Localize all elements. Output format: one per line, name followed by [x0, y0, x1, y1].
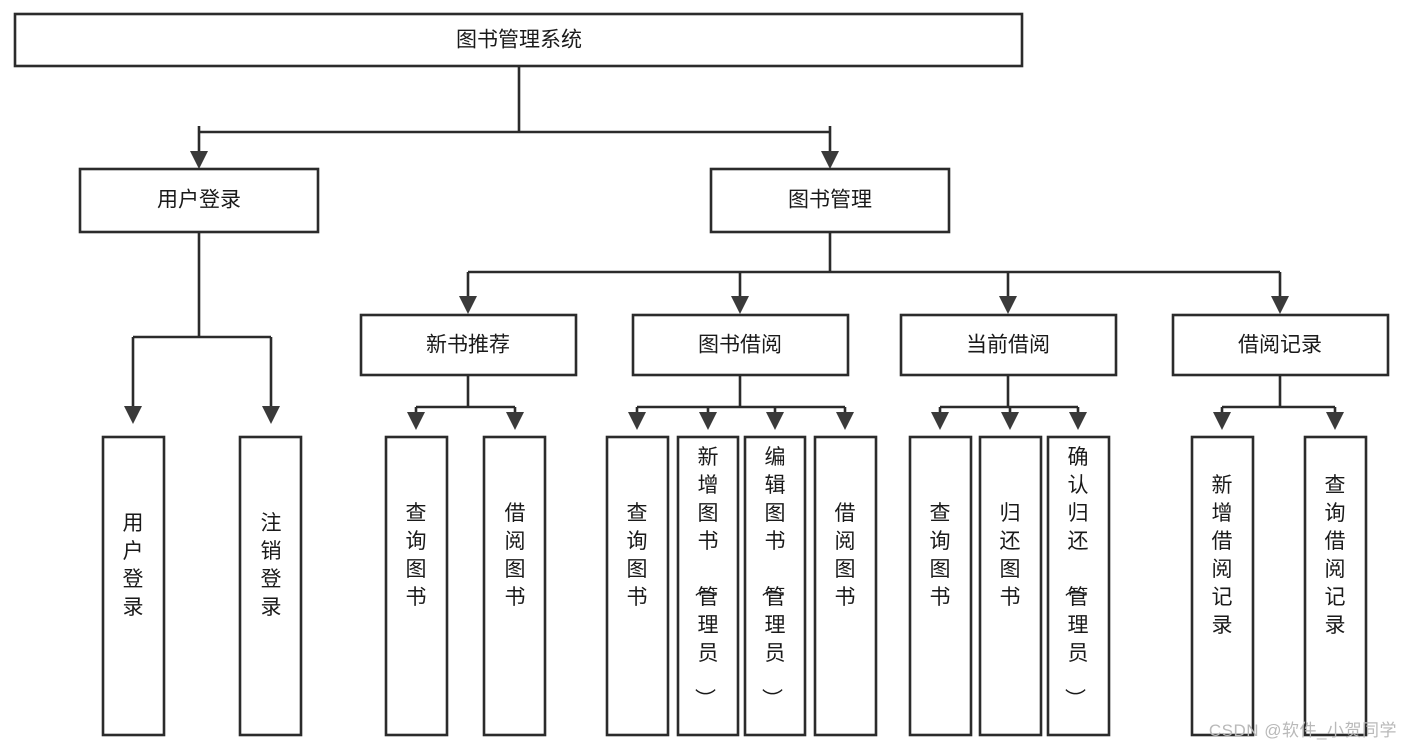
node-new-book-recommend-box[interactable]	[359, 313, 578, 377]
node-borrow-record-box[interactable]	[1171, 313, 1390, 377]
arrowhead-leaf-edit-book	[766, 412, 784, 430]
leaf-user-login-box[interactable]	[101, 435, 166, 737]
leaf-return-book-box[interactable]	[978, 435, 1043, 737]
leaf-borrow-book-2-box[interactable]	[813, 435, 878, 737]
arrowhead-new-book-recommend	[459, 296, 477, 314]
edge-layer	[124, 66, 1344, 430]
arrowhead-leaf-add-book	[699, 412, 717, 430]
leaf-return-book-label: 归还图书	[1000, 502, 1021, 609]
leaf-logout[interactable]: 注销登录	[238, 435, 303, 737]
leaf-add-record[interactable]: 新增借阅记录	[1190, 435, 1255, 737]
leaf-edit-book-label: 编辑图书（管理员）	[760, 446, 786, 709]
leaf-add-book-box[interactable]	[676, 435, 740, 737]
leaf-add-book[interactable]: 新增图书（管理员）	[676, 435, 740, 737]
leaf-query-book-2-box[interactable]	[605, 435, 670, 737]
node-borrow-record[interactable]: 借阅记录	[1171, 313, 1390, 377]
leaf-user-login[interactable]: 用户登录	[101, 435, 166, 737]
arrowhead-user-login	[190, 151, 208, 169]
node-new-book-recommend-label: 新书推荐	[426, 334, 510, 357]
leaf-query-record-box[interactable]	[1303, 435, 1368, 737]
leaf-confirm-return[interactable]: 确认归还（管理员）	[1046, 435, 1111, 737]
leaf-query-book-2-label: 查询图书	[627, 502, 648, 609]
leaf-borrow-book-1-label: 借阅图书	[505, 502, 526, 609]
node-book-manage[interactable]: 图书管理	[709, 167, 951, 234]
node-root[interactable]: 图书管理系统	[13, 12, 1024, 68]
arrowhead-borrow-record	[1271, 296, 1289, 314]
node-user-login-label: 用户登录	[157, 189, 241, 212]
arrowhead-leaf-borrow-book-2	[836, 412, 854, 430]
node-book-borrow[interactable]: 图书借阅	[631, 313, 850, 377]
node-current-borrow-label: 当前借阅	[966, 334, 1050, 357]
arrowhead-book-manage	[821, 151, 839, 169]
leaf-edit-book-box[interactable]	[743, 435, 807, 737]
leaf-borrow-book-2[interactable]: 借阅图书	[813, 435, 878, 737]
arrowhead-current-borrow	[999, 296, 1017, 314]
node-root-box[interactable]	[13, 12, 1024, 68]
arrowhead-book-borrow	[731, 296, 749, 314]
arrowhead-leaf-query-book-1	[407, 412, 425, 430]
node-book-borrow-box[interactable]	[631, 313, 850, 377]
node-current-borrow[interactable]: 当前借阅	[899, 313, 1118, 377]
leaf-borrow-book-1-box[interactable]	[482, 435, 547, 737]
leaf-edit-book[interactable]: 编辑图书（管理员）	[743, 435, 807, 737]
leaf-logout-label: 注销登录	[261, 512, 282, 619]
arrowhead-leaf-logout	[262, 406, 280, 424]
leaf-query-record[interactable]: 查询借阅记录	[1303, 435, 1368, 737]
leaf-query-book-1-box[interactable]	[384, 435, 449, 737]
leaf-add-record-label: 新增借阅记录	[1212, 474, 1233, 637]
arrowhead-leaf-add-record	[1213, 412, 1231, 430]
node-root-label: 图书管理系统	[456, 29, 582, 52]
arrowhead-leaf-user-login	[124, 406, 142, 424]
leaf-return-book[interactable]: 归还图书	[978, 435, 1043, 737]
edge-root-to-level2-bus	[197, 66, 832, 134]
arrowhead-leaf-confirm-return	[1069, 412, 1087, 430]
leaf-query-book-1-label: 查询图书	[406, 502, 427, 609]
leaf-borrow-book-1[interactable]: 借阅图书	[482, 435, 547, 737]
leaf-query-book-3[interactable]: 查询图书	[908, 435, 973, 737]
node-current-borrow-box[interactable]	[899, 313, 1118, 377]
node-new-book-recommend[interactable]: 新书推荐	[359, 313, 578, 377]
leaf-query-book-3-box[interactable]	[908, 435, 973, 737]
node-borrow-record-label: 借阅记录	[1238, 334, 1322, 357]
arrowhead-leaf-query-book-2	[628, 412, 646, 430]
leaf-add-record-box[interactable]	[1190, 435, 1255, 737]
leaf-query-book-2[interactable]: 查询图书	[605, 435, 670, 737]
arrowhead-leaf-query-book-3	[931, 412, 949, 430]
leaf-query-book-3-label: 查询图书	[930, 502, 951, 609]
leaf-logout-box[interactable]	[238, 435, 303, 737]
leaf-add-book-label: 新增图书（管理员）	[693, 446, 719, 709]
leaf-query-book-1[interactable]: 查询图书	[384, 435, 449, 737]
node-user-login[interactable]: 用户登录	[78, 167, 320, 234]
arrowhead-leaf-return-book	[1001, 412, 1019, 430]
leaf-user-login-label: 用户登录	[123, 512, 144, 619]
leaf-confirm-return-box[interactable]	[1046, 435, 1111, 737]
arrowhead-leaf-borrow-book-1	[506, 412, 524, 430]
node-book-manage-box[interactable]	[709, 167, 951, 234]
leaf-borrow-book-2-label: 借阅图书	[835, 502, 856, 609]
arrowhead-leaf-query-record	[1326, 412, 1344, 430]
leaf-query-record-label: 查询借阅记录	[1325, 474, 1346, 637]
node-book-borrow-label: 图书借阅	[698, 334, 782, 357]
leaf-confirm-return-label: 确认归还（管理员）	[1063, 446, 1089, 709]
node-book-manage-label: 图书管理	[788, 189, 872, 212]
node-user-login-box[interactable]	[78, 167, 320, 234]
